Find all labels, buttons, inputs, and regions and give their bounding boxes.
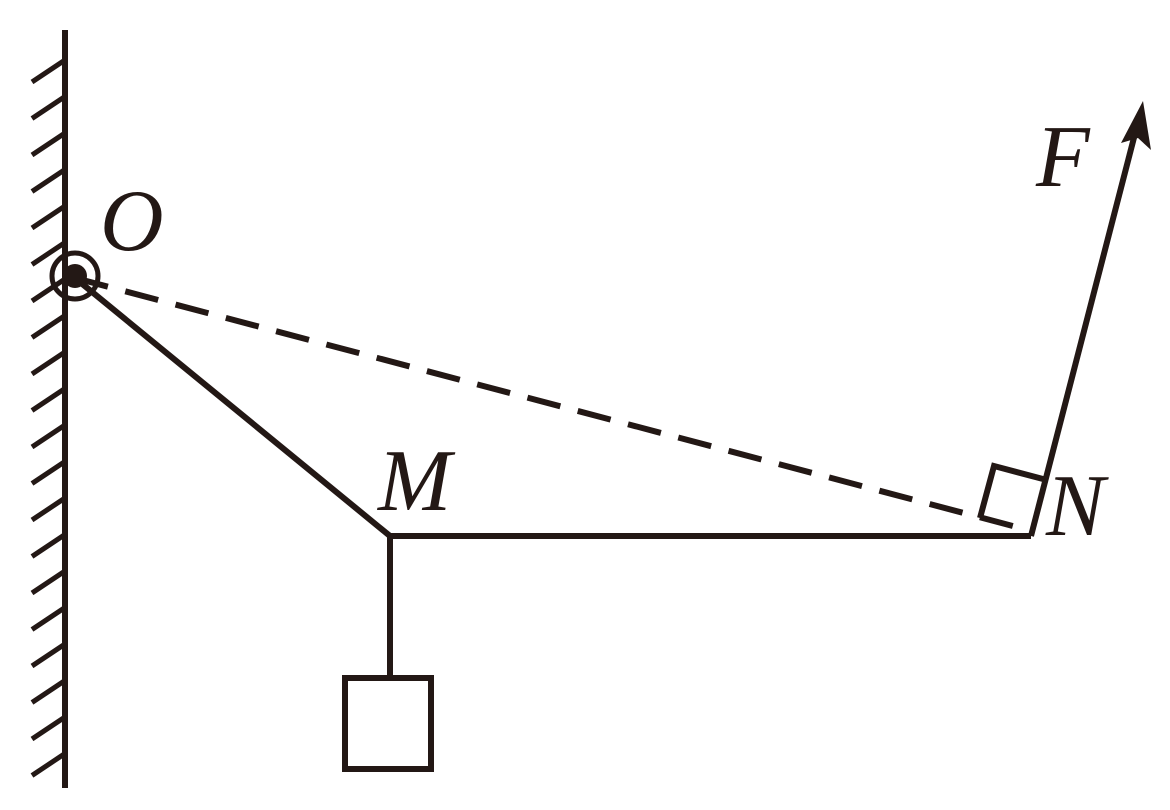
pivot-dot: [63, 264, 87, 288]
wall-hatch-mark: [30, 386, 67, 413]
wall-hatch-mark: [30, 57, 67, 85]
label-f: F: [1035, 109, 1091, 206]
wall-hatch-mark: [30, 459, 67, 486]
force-arrowhead: [1121, 101, 1151, 150]
wall-hatch-mark: [30, 313, 67, 340]
wall-hatch-mark: [30, 714, 67, 742]
label-m: M: [376, 433, 456, 530]
label-n: N: [1045, 458, 1109, 555]
wall-hatch-mark: [30, 605, 67, 632]
wall-hatch-mark: [30, 240, 67, 267]
wall-hatch-mark: [30, 495, 67, 523]
wall: [30, 30, 68, 788]
wall-hatch-mark: [30, 751, 67, 778]
wall-hatching: [30, 57, 67, 778]
force-arrow: [1028, 125, 1140, 537]
wall-hatch-mark: [30, 678, 67, 705]
wall-hatch-mark: [30, 641, 67, 669]
wall-hatch-mark: [30, 532, 67, 559]
right-angle-marker: [977, 462, 1044, 519]
wall-hatch-mark: [30, 422, 67, 450]
hanging-block: [342, 675, 434, 772]
wall-hatch-mark: [30, 130, 67, 158]
rope-o-m: [73, 275, 392, 539]
dashed-line-o-n: [74, 275, 1029, 533]
wall-hatch-mark: [30, 349, 67, 377]
wall-hatch-mark: [30, 568, 67, 596]
wall-hatch-mark: [30, 203, 67, 231]
pivot-ring: [49, 250, 101, 302]
label-o: O: [100, 173, 164, 270]
pivot-joint: [49, 250, 101, 302]
wall-hatch-mark: [30, 94, 67, 121]
wall-hatch-mark: [30, 276, 67, 304]
wall-hatch-mark: [30, 167, 67, 194]
